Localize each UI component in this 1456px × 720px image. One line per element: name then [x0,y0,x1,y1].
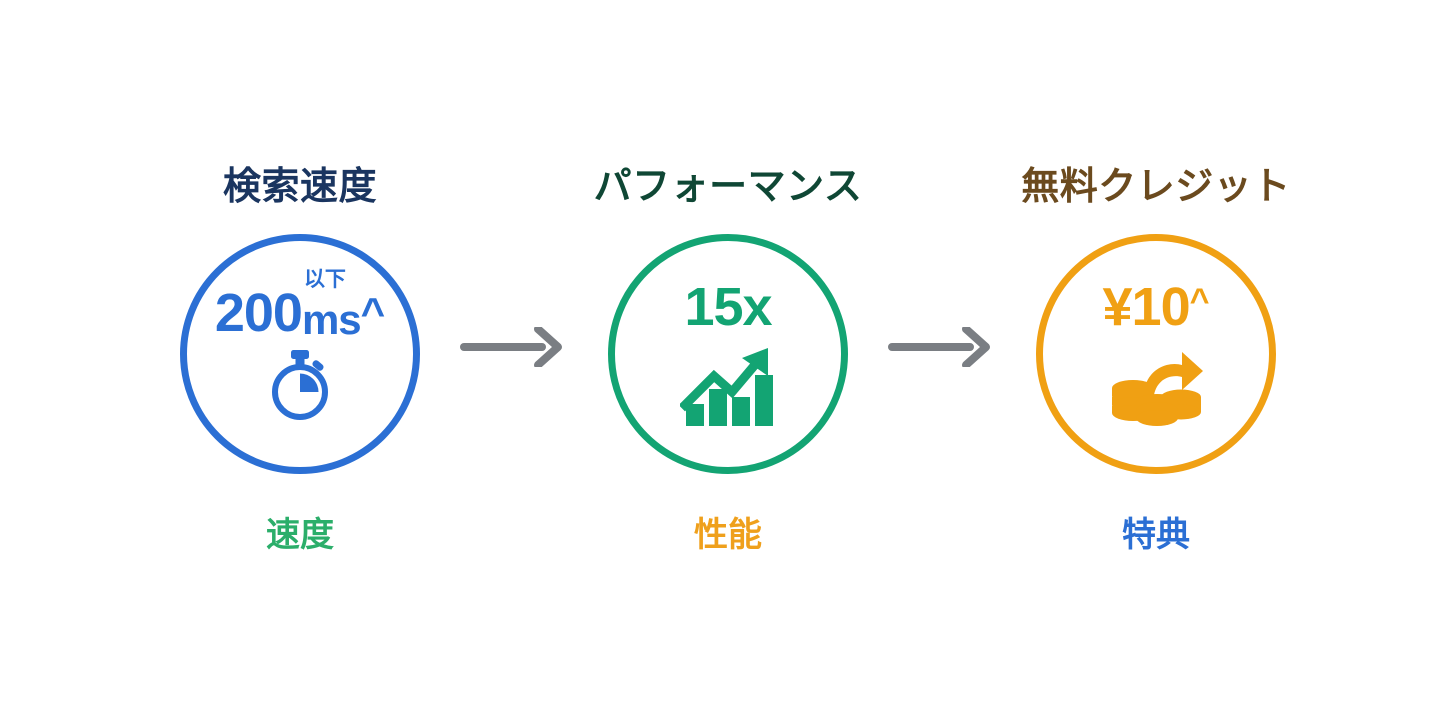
metric-circle-performance: 15x [608,234,848,474]
step-footer-free-credit: 特典 [1122,516,1190,554]
metric-superscript-ika: 以下 [303,267,346,291]
icon-slot-stopwatch [265,348,335,420]
metric-value-200: 200 [214,283,303,344]
step-title-search-speed: 検索速度 [222,166,377,208]
step-free-credit: 無料クレジット ¥10 ^ [1006,168,1306,552]
step-search-speed: 検索速度 200 以下 ms ^ [150,168,450,552]
metric-caret-marker: ^ [360,288,386,336]
metric-circle-free-credit: ¥10 ^ [1036,234,1276,474]
step-footer-performance: 性能 [694,516,762,554]
arrow-right-icon [888,327,990,367]
metric-unit-ms: ms [301,295,362,343]
icon-slot-coins [1107,342,1205,426]
metric-unit-group: 以下 ms [302,269,362,340]
metric-search-speed: 200 以下 ms ^ [214,269,386,344]
step-title-free-credit: 無料クレジット [1021,166,1291,208]
metric-free-credit: ¥10 ^ [1102,277,1210,338]
arrow-1 [450,327,578,367]
arrow-2 [878,327,1006,367]
metric-performance: 15x [684,277,772,338]
arrow-right-icon [460,327,562,367]
metric-value-15x: 15x [684,277,772,338]
metric-value-yen10: ¥10 [1102,277,1191,338]
metric-circle-search-speed: 200 以下 ms ^ [180,234,420,474]
metric-caret-marker: ^ [1189,282,1210,321]
stopwatch-icon [272,349,328,420]
step-performance: パフォーマンス 15x [578,168,878,552]
growth-bar-chart-icon [680,347,773,426]
step-title-performance: パフォーマンス [593,166,863,208]
step-footer-speed: 速度 [266,516,334,554]
coins-transfer-icon [1112,351,1203,426]
icon-slot-growth-chart [680,342,776,426]
